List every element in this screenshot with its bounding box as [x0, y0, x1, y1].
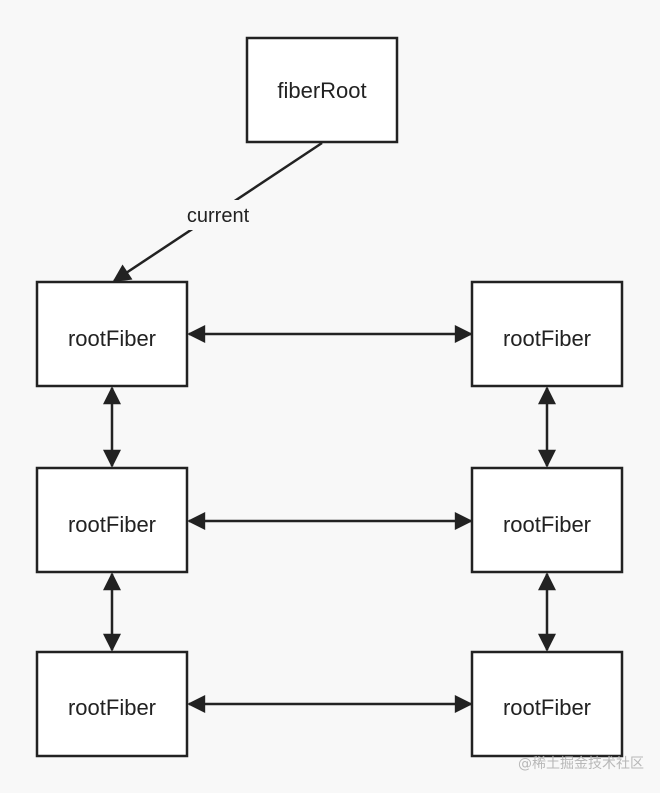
- root-fiber-node-right-top: rootFiber: [470, 280, 624, 388]
- root-fiber-node-left-bottom: rootFiber: [35, 650, 189, 758]
- svg-text:rootFiber: rootFiber: [68, 512, 156, 537]
- svg-text:fiberRoot: fiberRoot: [277, 78, 366, 103]
- fiber-root-node: fiberRoot: [245, 36, 399, 144]
- svg-text:rootFiber: rootFiber: [503, 512, 591, 537]
- svg-text:rootFiber: rootFiber: [68, 695, 156, 720]
- svg-text:rootFiber: rootFiber: [503, 326, 591, 351]
- root-fiber-node-right-middle: rootFiber: [470, 466, 624, 574]
- root-fiber-node-left-middle: rootFiber: [35, 466, 189, 574]
- svg-text:current: current: [187, 205, 250, 227]
- svg-text:rootFiber: rootFiber: [503, 695, 591, 720]
- current-edge-label: current: [174, 200, 262, 230]
- svg-text:rootFiber: rootFiber: [68, 326, 156, 351]
- root-fiber-node-left-top: rootFiber: [35, 280, 189, 388]
- watermark: @稀土掘金技术社区: [518, 756, 644, 772]
- root-fiber-node-right-bottom: rootFiber: [470, 650, 624, 758]
